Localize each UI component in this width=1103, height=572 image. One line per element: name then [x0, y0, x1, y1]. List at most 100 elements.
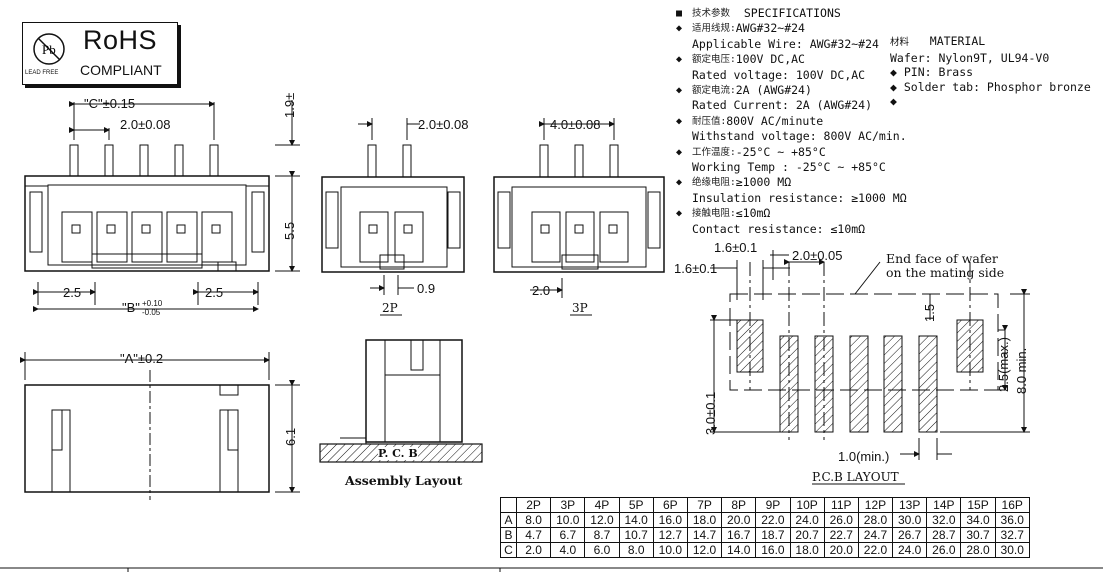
- table-cell: 14.7: [686, 527, 723, 543]
- endface-line2: on the mating side: [886, 265, 1005, 280]
- table-cell: 20.0: [823, 542, 859, 558]
- table-header-cell: 16P: [994, 497, 1030, 513]
- material-item: ◆ PIN: Brass: [890, 65, 974, 79]
- lead-free-icon: Pb: [33, 33, 65, 65]
- spec-row-en: Working Temp : -25°C ~ +85°C: [692, 160, 886, 175]
- spec-label-cn: 适用线规:: [692, 23, 736, 35]
- spec-row-cn: ◆耐压值: 800V AC/minute: [676, 114, 907, 129]
- dim-h19: 1.9±: [282, 92, 297, 118]
- spec-row-cn: ◆工作温度: -25°C ~ +85°C: [676, 145, 907, 160]
- spec-row-en: Rated Current: 2A (AWG#24): [692, 98, 873, 113]
- table-cell: 32.0: [926, 512, 962, 528]
- table-header-cell: 7P: [686, 497, 723, 513]
- label-3p: 3P: [572, 301, 588, 315]
- dim-pcb-20: 2.0±0.05: [792, 248, 843, 263]
- spec-row-en: Contact resistance: ≤10mΩ: [692, 221, 866, 236]
- table-cell: 12.7: [652, 527, 688, 543]
- table-cell: 10.0: [652, 542, 688, 558]
- diamond-bullet-icon: ◆: [676, 85, 683, 97]
- table-cell: 12.0: [686, 542, 723, 558]
- spec-value-cn: 2A (AWG#24): [735, 83, 812, 98]
- dim-side-left: 2.5: [63, 285, 82, 300]
- table-cell: 18.7: [755, 527, 791, 543]
- table-header-cell: 15P: [960, 497, 996, 513]
- dim-b-tol-dn: -0.05: [142, 308, 161, 317]
- spec-label-cn: 额定电压:: [692, 54, 736, 66]
- top-view: [20, 352, 300, 500]
- pcb-layout-title: P.C.B LAYOUT: [812, 470, 899, 484]
- table-cell: 30.0: [892, 512, 928, 528]
- dim-pitch: 2.0±0.08: [120, 117, 171, 132]
- diamond-bullet-icon: ◆: [676, 177, 683, 189]
- table-cell: 30.0: [994, 542, 1030, 558]
- assembly-layout: [319, 339, 483, 463]
- table-cell: 22.7: [823, 527, 859, 543]
- spec-header-cn: 技术参数: [692, 8, 731, 19]
- dim-c: "C"±0.15: [84, 96, 136, 111]
- material-header-en: MATERIAL: [929, 34, 986, 48]
- table-cell: 12.0: [584, 512, 620, 528]
- dim-pcb-10: 1.0(min.): [838, 449, 890, 464]
- spec-value-cn: ≤10mΩ: [735, 206, 771, 221]
- table-cell: 18.0: [686, 512, 723, 528]
- dim-pcb-25: 2.5(max.): [996, 337, 1011, 392]
- spec-row-cn: ◆额定电流: 2A (AWG#24): [676, 83, 907, 98]
- table-cell: 22.0: [857, 542, 894, 558]
- table-cell: 24.7: [857, 527, 894, 543]
- spec-row-cn: ◆适用线规: AWG#32~#24: [676, 21, 907, 36]
- table-row-label: C: [500, 542, 517, 558]
- table-cell: 8.0: [515, 512, 552, 528]
- dim-2p-pitch: 2.0±0.08: [418, 117, 469, 132]
- spec-row-cn: ◆接触电阻: ≤10mΩ: [676, 206, 907, 221]
- diamond-bullet-icon: ◆: [676, 23, 683, 35]
- spec-row-en: Insulation resistance: ≥1000 MΩ: [692, 190, 907, 205]
- table-cell: 32.7: [994, 527, 1030, 543]
- spec-row-en: Rated voltage: 100V DC,AC: [692, 67, 866, 82]
- table-cell: 16.0: [652, 512, 688, 528]
- table-cell: 18.0: [789, 542, 825, 558]
- table-header-cell: 14P: [926, 497, 962, 513]
- spec-row-cn: ◆ 额定电压: 100V DC,AC: [676, 52, 907, 67]
- material-item: ◆ Solder tab: Phosphor bronze: [890, 79, 1091, 94]
- table-corner-cell: [500, 497, 517, 513]
- spec-value-cn: 100V DC,AC: [735, 52, 805, 67]
- pb-mark: Pb: [42, 42, 56, 57]
- table-cell: 14.0: [721, 542, 757, 558]
- material-item: Wafer: Nylon9T, UL94-V0: [890, 50, 1050, 65]
- spec-value-cn: -25°C ~ +85°C: [735, 144, 826, 159]
- dim-pcb-80: 8.0 min.: [1014, 347, 1029, 394]
- dim-h55: 5.5: [282, 221, 297, 240]
- dim-h61: 6.1: [283, 427, 298, 446]
- spec-value-cn: ≥1000 MΩ: [735, 175, 792, 190]
- table-cell: 8.7: [584, 527, 620, 543]
- diamond-bullet-icon: ◆: [676, 54, 683, 66]
- table-header-cell: 6P: [652, 497, 688, 513]
- table-cell: 24.0: [892, 542, 928, 558]
- table-cell: 10.7: [618, 527, 654, 543]
- rohs-badge: Pb RoHS COMPLIANT LEAD FREE: [22, 22, 178, 85]
- table-header-cell: 11P: [823, 497, 859, 513]
- dim-b: "B": [122, 300, 140, 315]
- spec-label-cn: 接触电阻:: [692, 208, 736, 220]
- dim-a: "A"±0.2: [120, 351, 164, 366]
- spec-row-en: Withstand voltage: 800V AC/min.: [692, 129, 907, 144]
- view-2p: [321, 118, 465, 316]
- spec-header-en: SPECIFICATIONS: [743, 6, 841, 20]
- table-header-cell: 2P: [515, 497, 552, 513]
- table-cell: 26.0: [823, 512, 859, 528]
- table-cell: 34.0: [960, 512, 996, 528]
- table-cell: 16.0: [755, 542, 791, 558]
- dim-pcb-30: 3.0±0.1: [703, 391, 718, 435]
- table-row-label: A: [500, 512, 517, 528]
- table-cell: 14.0: [618, 512, 654, 528]
- table-header-cell: 10P: [789, 497, 825, 513]
- spec-label-cn: 耐压值:: [692, 115, 727, 127]
- assembly-layout-label: Assembly Layout: [345, 473, 463, 488]
- material-header-cn: 材料: [890, 37, 910, 48]
- square-bullet-icon: ■: [676, 8, 683, 19]
